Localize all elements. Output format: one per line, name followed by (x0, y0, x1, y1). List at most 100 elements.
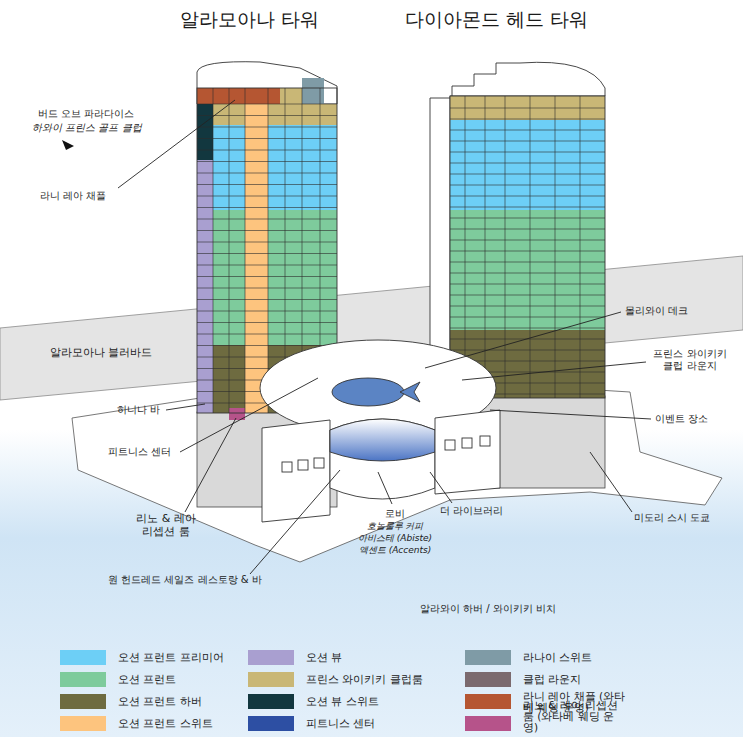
legend-swatch (248, 672, 294, 687)
window (314, 458, 324, 468)
window (282, 462, 292, 472)
place-label: 버드 오브 파라다이스 (38, 108, 134, 120)
column-darkteal (197, 104, 213, 160)
window-line (450, 130, 605, 131)
window-line (450, 229, 605, 230)
place-label: 라니 레아 채플 (40, 190, 106, 202)
place-label: 알라모아나 블러바드 (50, 346, 153, 359)
window-line (197, 265, 337, 266)
window-line (450, 284, 605, 285)
legend-swatch (465, 694, 511, 709)
leader-line (166, 404, 205, 410)
band-tan (213, 104, 337, 125)
place-label: 더 라이브러리 (440, 505, 503, 517)
leader-line (185, 418, 236, 512)
lobby-drum (330, 419, 435, 499)
window-line (197, 127, 337, 128)
legend-text: 프린스 와이키키 클럽룸 (306, 673, 423, 686)
window-line (197, 288, 337, 289)
tower-title: 다이아몬드 헤드 타워 (405, 8, 588, 31)
window-line (450, 185, 605, 186)
leader-line (462, 362, 646, 380)
legend-swatch (248, 650, 294, 665)
window-line (450, 251, 605, 252)
window-line (450, 152, 605, 153)
band-chapel (197, 88, 280, 104)
window-line (197, 173, 337, 174)
place-label: 피트니스 센터 (108, 446, 171, 458)
window (462, 438, 472, 448)
legend-text: 오션 프런트 스위트 (118, 717, 213, 730)
legend-swatch (465, 672, 511, 687)
window-line (450, 196, 605, 197)
band-tan-top (280, 88, 302, 104)
leader-line (378, 472, 392, 504)
band-blue (450, 120, 605, 210)
window-line (268, 88, 269, 413)
window-line (197, 322, 337, 323)
window-line (580, 96, 581, 398)
leader-line (425, 312, 621, 368)
place-label: 알라와이 하버 / 와이키키 비치 (420, 603, 556, 615)
tower-outline (450, 96, 605, 398)
legend-swatch (60, 650, 106, 665)
band-tan (450, 96, 605, 120)
pool (332, 378, 404, 406)
place-label: 하와이 프린스 골프 클럽 (32, 122, 142, 134)
window-line (450, 207, 605, 208)
window-line (450, 119, 605, 120)
legend-swatch (465, 716, 511, 731)
tower-title: 알라모아나 타워 (180, 8, 319, 31)
window-line (197, 104, 337, 105)
window-line (197, 196, 337, 197)
window-line (450, 163, 605, 164)
window-line (450, 174, 605, 175)
window-line (465, 96, 466, 398)
legend-text: 오션 프런트 (118, 673, 177, 686)
window-line (197, 219, 337, 220)
window-line (197, 115, 337, 116)
legend-swatch (248, 694, 294, 709)
legend-swatch (60, 716, 106, 731)
place-label: 미도리 스시 도쿄 (634, 512, 710, 524)
window-line (450, 218, 605, 219)
window-line (450, 240, 605, 241)
window-line (450, 262, 605, 263)
place-label: 프린스 와이키키 클럽 라운지 (649, 348, 731, 372)
place-label: 액센트 (Accents) (359, 545, 431, 556)
legend-swatch (60, 694, 106, 709)
window (480, 436, 490, 446)
legend-text: 오션 프런트 프리미어 (118, 651, 224, 664)
window-line (450, 328, 605, 329)
legend-text: 오션 프런트 하버 (118, 695, 202, 708)
window-line (450, 141, 605, 142)
window-line (485, 96, 486, 398)
leader-line (430, 472, 452, 503)
pool-tail (400, 382, 420, 402)
place-label: 호놀룰루 커피 (367, 521, 424, 532)
place-label: 원 헌드레드 세일즈 레스토랑 & 바 (108, 574, 262, 586)
leader-line (590, 452, 632, 512)
window-line (450, 273, 605, 274)
window (445, 440, 455, 450)
window (298, 460, 308, 470)
window-line (197, 230, 337, 231)
column-lavender (197, 160, 213, 413)
window-line (197, 311, 337, 312)
legend-text: 리노 & 레아 리셉션 룸 (와타베 웨딩 운영) (523, 700, 627, 733)
lanai-suite (302, 78, 324, 104)
legend-text: 클럽 라운지 (523, 673, 582, 686)
window-line (197, 161, 337, 162)
window-line (245, 88, 246, 413)
leader-line (250, 470, 340, 574)
window-line (213, 88, 214, 413)
place-label: 히니나 바 (117, 404, 160, 416)
window-line (197, 150, 337, 151)
window-line (450, 350, 605, 351)
leader-line (118, 100, 235, 188)
window-line (197, 184, 337, 185)
window-line (197, 345, 337, 346)
window-line (197, 299, 337, 300)
place-label: 리노 & 레아 리셉션 룸 (130, 512, 202, 538)
podium (260, 340, 500, 522)
